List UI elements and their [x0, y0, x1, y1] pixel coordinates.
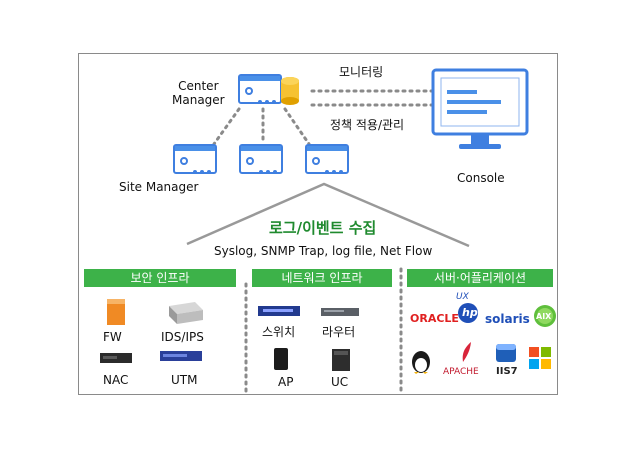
- utm-label: UTM: [171, 373, 198, 387]
- diagram-frame: Center Manager Site Manager 모니터링 정책 적용/관…: [78, 53, 558, 395]
- collection-subtitle: Syslog, SNMP Trap, log file, Net Flow: [214, 244, 433, 258]
- ux-logo-text: UX: [456, 292, 469, 302]
- hp-logo-text: hp: [462, 306, 478, 319]
- center-manager-node: [238, 74, 282, 104]
- apache-feather-icon: [462, 342, 471, 362]
- monitoring-label: 모니터링: [339, 65, 384, 79]
- switch-icon: [258, 306, 300, 316]
- uc-label: UC: [331, 375, 349, 389]
- link-center-site1: [212, 107, 241, 146]
- firewall-icon: [107, 299, 125, 325]
- oracle-logo: ORACLE: [410, 312, 459, 325]
- router-icon: [321, 308, 359, 316]
- collection-title: 로그/이벤트 수집: [269, 219, 377, 237]
- ids-ips-label: IDS/IPS: [161, 330, 204, 344]
- switch-label: 스위치: [262, 325, 296, 339]
- apache-logo: APACHE: [443, 367, 479, 377]
- uc-icon: [332, 349, 350, 371]
- network-group-title: 네트워크 인프라: [252, 269, 392, 287]
- fw-label: FW: [103, 330, 122, 344]
- console-label: Console: [457, 171, 505, 185]
- security-group-title: 보안 인프라: [84, 269, 236, 287]
- connection-lines: [186, 89, 470, 394]
- server-group-title: 서버·어플리케이션: [407, 269, 553, 287]
- windows-logo-icon: [529, 347, 551, 369]
- monitor-icon: [431, 68, 529, 149]
- site-manager-label: Site Manager: [119, 180, 199, 194]
- center-manager-label: Center Manager: [172, 79, 225, 107]
- site-manager-node-3: [305, 144, 349, 174]
- database-icon: [281, 77, 299, 105]
- aix-logo-text: AIX: [536, 312, 552, 321]
- link-center-site3: [283, 107, 311, 146]
- iis-icon: [496, 344, 516, 362]
- aix-logo-icon: [534, 305, 556, 327]
- iis-logo: IIS7: [496, 366, 518, 377]
- solaris-logo: solaris: [485, 312, 530, 326]
- ids-ips-icon: [169, 302, 203, 324]
- linux-icon: [412, 351, 430, 374]
- policy-label: 정책 적용/관리: [330, 118, 405, 132]
- site-manager-node-1: [173, 144, 217, 174]
- router-label: 라우터: [322, 325, 356, 339]
- ap-icon: [274, 348, 288, 370]
- utm-icon: [160, 351, 202, 361]
- nac-icon: [100, 353, 132, 363]
- collection-roof: [186, 182, 470, 248]
- hp-logo-icon: [458, 303, 478, 323]
- ap-label: AP: [278, 375, 294, 389]
- site-manager-node-2: [239, 144, 283, 174]
- nac-label: NAC: [103, 373, 129, 387]
